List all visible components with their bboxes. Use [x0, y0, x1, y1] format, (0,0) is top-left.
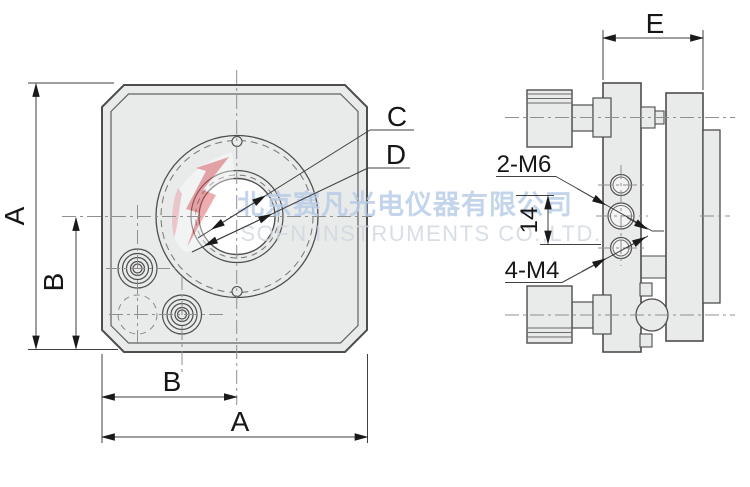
dim-label-b-horizontal: B: [163, 366, 182, 397]
side-view: [526, 82, 721, 353]
thumbscrew-bottom: [526, 282, 669, 348]
front-plate-inner-border: [110, 93, 359, 344]
ball-clamp-tab-bottom: [639, 333, 653, 348]
logo-lightning-bolt: [186, 157, 229, 247]
dim-label-d: D: [386, 139, 406, 170]
side-connector-block: [640, 255, 667, 279]
knurl-lines-top-knob: [527, 93, 572, 104]
leader-arrow-2m6-b: [626, 217, 649, 230]
logo-left-red-edge: [171, 188, 182, 237]
callout-label-2m6: 2-M6: [497, 151, 552, 178]
dim-label-14: 14: [516, 207, 543, 234]
thumbscrew-top-knob: [526, 89, 573, 148]
lens-cell-dashed-circle: [195, 174, 279, 259]
dimensions: [28, 30, 705, 443]
dim-label-c: C: [387, 101, 407, 132]
dim-label-a-horizontal: A: [231, 406, 250, 437]
watermark: 北京赛凡光电仪器有限公司 SOFN INSTRUMENTS CO.,LTD.: [171, 152, 602, 252]
side-plate-rear: [665, 92, 704, 342]
thumbscrew-top: [526, 89, 665, 148]
dim-label-b-vertical: B: [38, 273, 69, 292]
leader-arrow-4m4-a: [581, 258, 607, 272]
dim-arrows-d: [203, 214, 273, 246]
watermark-company-cn: 北京赛凡光电仪器有限公司: [237, 189, 573, 220]
ball-clamp-tab-top: [639, 282, 653, 297]
callout-label-4m4: 4-M4: [505, 257, 560, 284]
leader-arrow-4m4-b: [625, 236, 647, 249]
watermark-company-en: SOFN INSTRUMENTS CO.,LTD.: [241, 221, 602, 246]
dimension-labels: A B B A C D E 14 2-M6 4-M4: [0, 8, 664, 437]
leader-arrow-2m6-a: [576, 188, 607, 206]
dim-label-e: E: [646, 8, 665, 39]
knurl-lines-bottom-knob: [527, 327, 572, 338]
dim-label-a-vertical: A: [0, 206, 30, 225]
